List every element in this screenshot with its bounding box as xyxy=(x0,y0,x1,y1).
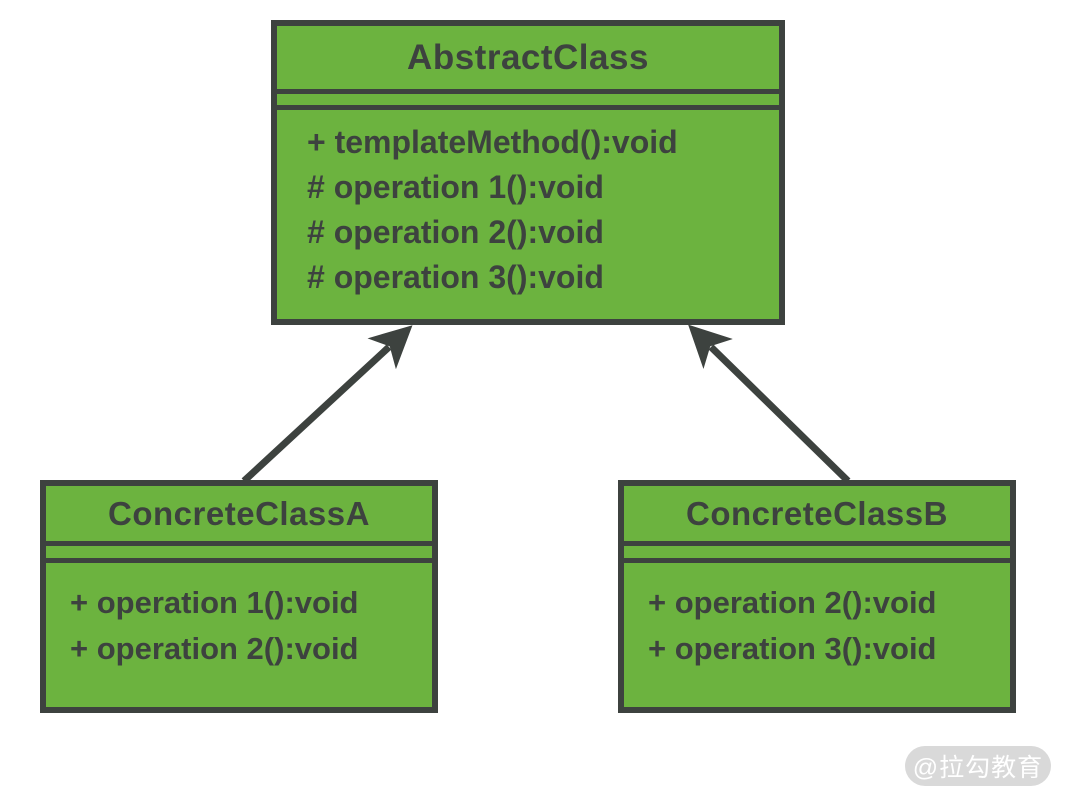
class-box-concreteclassa: ConcreteClassA + operation 1():void + op… xyxy=(40,480,438,713)
attributes-compartment-abstractclass xyxy=(277,94,779,110)
method-row: + operation 3():void xyxy=(648,631,937,666)
method-row: + templateMethod():void xyxy=(307,124,678,160)
class-name-concreteclassb: ConcreteClassB xyxy=(624,486,1010,546)
attributes-compartment-concreteclassb xyxy=(624,546,1010,563)
method-row: # operation 3():void xyxy=(307,259,604,295)
method-row: + operation 1():void xyxy=(70,585,359,620)
class-name-abstractclass: AbstractClass xyxy=(277,26,779,94)
method-row: # operation 1():void xyxy=(307,169,604,205)
methods-compartment-concreteclassb: + operation 2():void + operation 3():voi… xyxy=(624,563,1010,672)
watermark-badge: @拉勾教育 xyxy=(905,746,1051,786)
attributes-compartment-concreteclassa xyxy=(46,546,432,563)
inheritance-arrow-b-to-abstract xyxy=(688,324,851,484)
method-row: + operation 2():void xyxy=(70,631,359,666)
method-row: + operation 2():void xyxy=(648,585,937,620)
class-box-abstractclass: AbstractClass + templateMethod():void # … xyxy=(271,20,785,325)
methods-compartment-abstractclass: + templateMethod():void # operation 1():… xyxy=(277,110,779,300)
class-name-concreteclassa: ConcreteClassA xyxy=(46,486,432,546)
method-row: # operation 2():void xyxy=(307,214,604,250)
class-box-concreteclassb: ConcreteClassB + operation 2():void + op… xyxy=(618,480,1016,713)
inheritance-arrow-a-to-abstract xyxy=(241,325,413,484)
methods-compartment-concreteclassa: + operation 1():void + operation 2():voi… xyxy=(46,563,432,672)
